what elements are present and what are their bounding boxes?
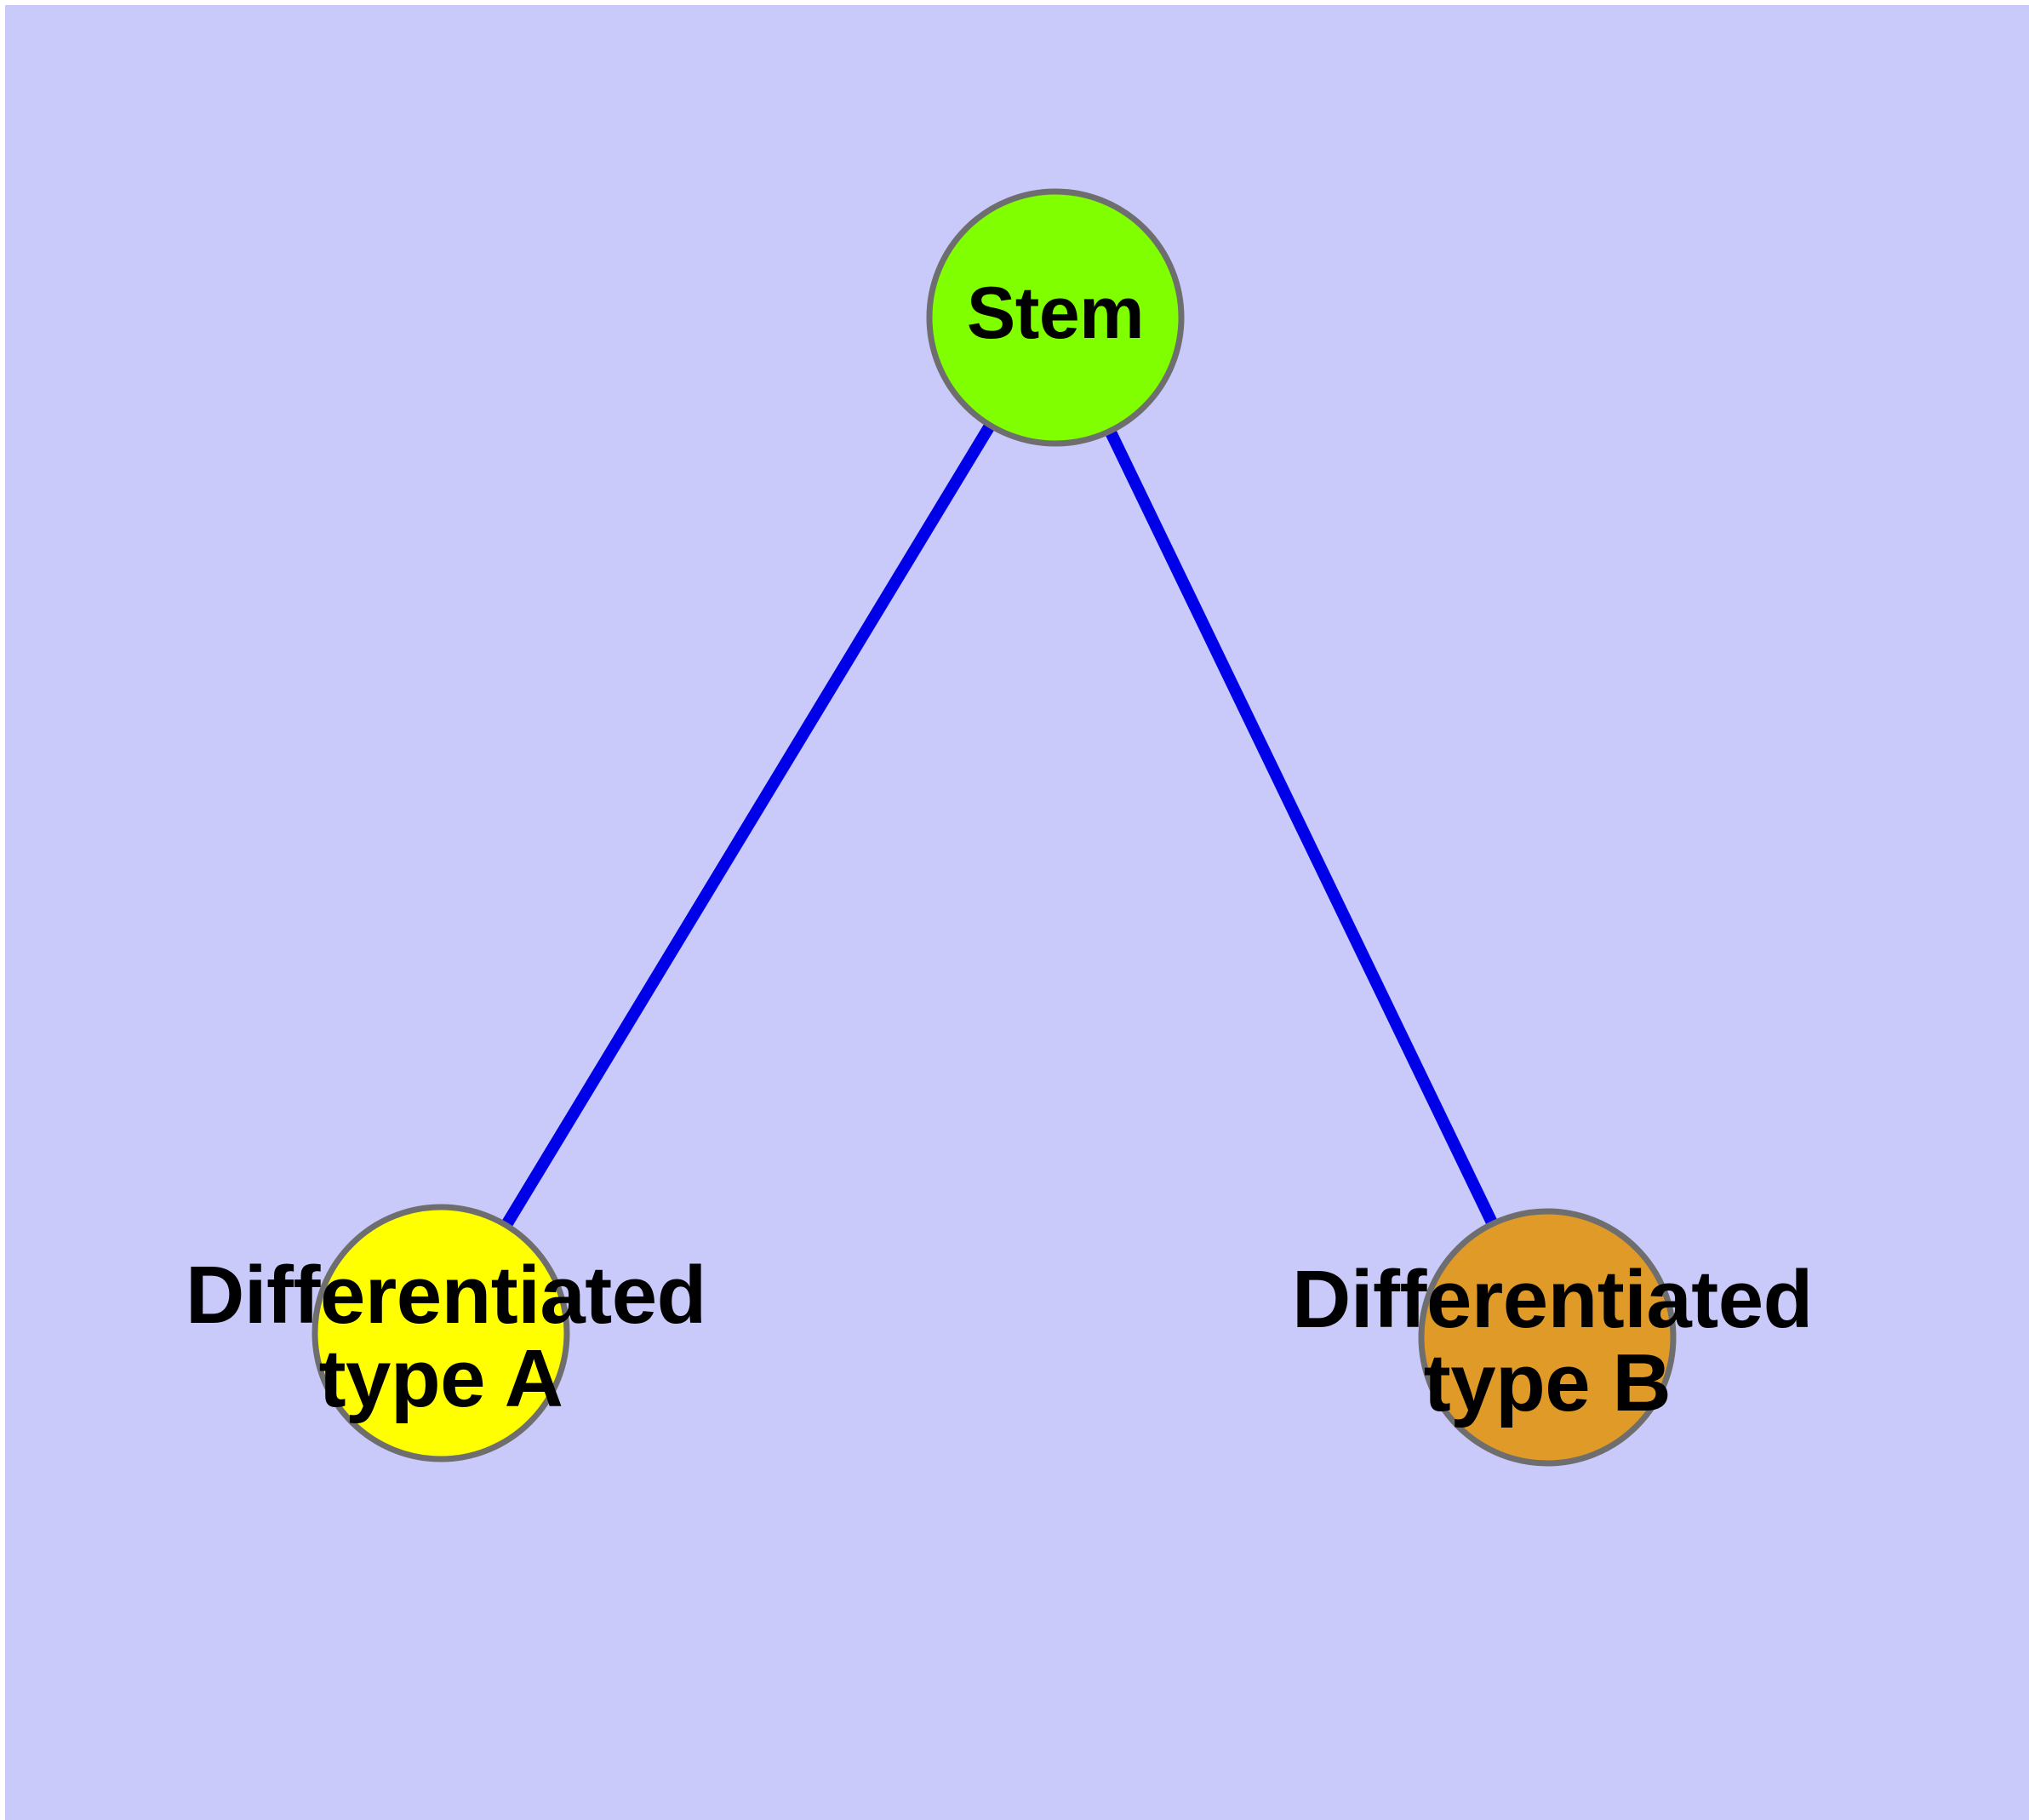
node-differentiated-type-b[interactable] xyxy=(1418,1208,1677,1467)
node-layer xyxy=(311,188,1677,1467)
edge-stem-to-diff-a xyxy=(500,421,996,1229)
node-stem[interactable] xyxy=(926,188,1185,447)
node-differentiated-type-a[interactable] xyxy=(311,1204,570,1462)
edge-layer xyxy=(500,421,1498,1229)
edge-stem-to-diff-b xyxy=(1105,428,1498,1227)
